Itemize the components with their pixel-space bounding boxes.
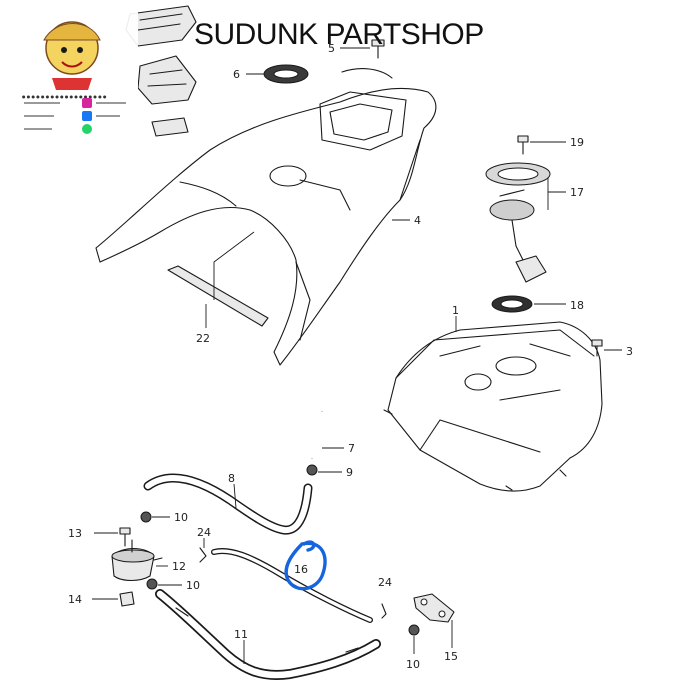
facebook-icon [82, 111, 92, 121]
clamp-10-a [140, 511, 152, 523]
callout-1: 1 [452, 304, 459, 317]
fuel-valve-12 [111, 539, 163, 582]
gasket-6 [263, 64, 309, 84]
callout-10-c: 10 [406, 658, 420, 671]
shop-watermark: ● ● ● ● ● ● ● ● ● ● ● ● ● ● ● ● ● ● [18, 6, 138, 146]
clip-14 [119, 591, 135, 607]
bolt-19 [517, 135, 529, 155]
callout-12: 12 [172, 560, 186, 573]
callout-3: 3 [626, 345, 633, 358]
callout-17: 17 [570, 186, 584, 199]
pad-part [151, 117, 189, 137]
callout-4: 4 [414, 214, 421, 227]
callout-6: 6 [233, 68, 240, 81]
fuel-tank-1 [383, 321, 603, 492]
hose-8 [143, 473, 313, 535]
clip-24-b [381, 603, 387, 619]
hose-16 [211, 548, 373, 623]
clamp-10-b [146, 578, 158, 590]
callout-16: 16 [294, 563, 308, 576]
callout-18: 18 [570, 299, 584, 312]
clamp-10-c [408, 624, 420, 636]
svg-text:● ● ● ● ● ● ● ● ● ● ● ● ● ● ●: ● ● ● ● ● ● ● ● ● ● ● ● ● ● ● ● ● ● [22, 94, 107, 99]
callout-11: 11 [234, 628, 248, 641]
callout-13: 13 [68, 527, 82, 540]
bolt-3 [591, 339, 603, 357]
callout-10-a: 10 [174, 511, 188, 524]
cartoon-mascot-logo [43, 21, 101, 90]
callout-15: 15 [444, 650, 458, 663]
callout-24-a: 24 [197, 526, 211, 539]
highlight-circle [284, 540, 327, 591]
hose-7 [310, 411, 324, 459]
callout-10-b: 10 [186, 579, 200, 592]
shop-name-watermark: SUDUNK PARTSHOP [194, 18, 484, 51]
instagram-icon [82, 98, 92, 108]
callout-7: 7 [348, 442, 355, 455]
whatsapp-icon [82, 124, 92, 134]
fuel-pump-17 [485, 162, 551, 283]
bolt-13 [119, 527, 131, 547]
callout-22: 22 [196, 332, 210, 345]
callout-24-b: 24 [378, 576, 392, 589]
bolt-5 [371, 39, 385, 59]
callout-14: 14 [68, 593, 82, 606]
social-icons [24, 98, 126, 134]
plate-22 [167, 265, 269, 327]
callout-5: 5 [328, 42, 335, 55]
gasket-18 [491, 295, 533, 313]
callout-9: 9 [346, 466, 353, 479]
clip-24-a [199, 547, 207, 563]
frame-cover-4 [95, 68, 437, 366]
tray-part [137, 55, 197, 105]
filter-15 [413, 593, 455, 623]
callout-19: 19 [570, 136, 584, 149]
hose-11 [155, 589, 381, 680]
clamp-9 [306, 464, 318, 476]
callout-8: 8 [228, 472, 235, 485]
